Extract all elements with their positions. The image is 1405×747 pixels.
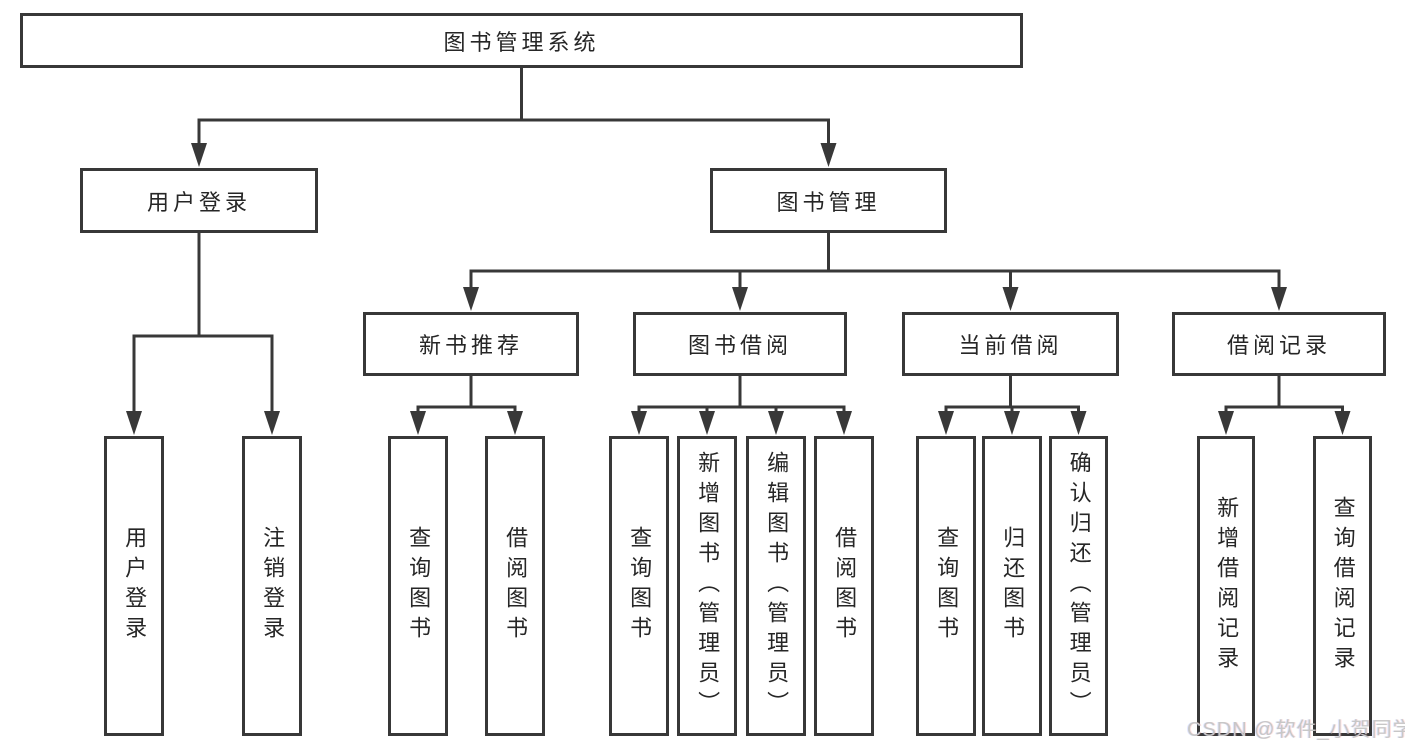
node-label: 查询借阅记录 — [1330, 496, 1356, 676]
leaf-logout: 注销登录 — [242, 436, 302, 736]
leaf-query-books-recommend: 查询图书 — [388, 436, 448, 736]
node-label: 注销登录 — [260, 526, 286, 646]
leaf-add-book-admin: 新增图书（管理员） — [677, 436, 737, 736]
node-label: 图书管理 — [776, 189, 881, 215]
leaf-user-login: 用户登录 — [104, 436, 164, 736]
node-label: 确认归还（管理员） — [1066, 451, 1092, 721]
node-label: 查询图书 — [934, 526, 960, 646]
node-label: 编辑图书（管理员） — [764, 451, 790, 721]
leaf-confirm-return-admin: 确认归还（管理员） — [1049, 436, 1108, 736]
arrowhead-triangles — [126, 143, 1351, 435]
node-label: 查询图书 — [406, 526, 432, 646]
node-label: 用户登录 — [122, 526, 148, 646]
node-label: 新增借阅记录 — [1214, 496, 1240, 676]
node-user-login: 用户登录 — [80, 168, 318, 233]
leaf-borrow-books-recommend: 借阅图书 — [485, 436, 545, 736]
csdn-watermark: CSDN @软件_小贺同学 — [1187, 719, 1405, 741]
node-label: 当前借阅 — [958, 333, 1063, 358]
node-label: 借阅记录 — [1226, 333, 1331, 358]
node-label: 新书推荐 — [418, 333, 523, 358]
leaf-query-books-current: 查询图书 — [916, 436, 976, 736]
leaf-return-books: 归还图书 — [982, 436, 1042, 736]
node-label: 借阅图书 — [503, 526, 529, 646]
node-library-management-system: 图书管理系统 — [20, 13, 1023, 68]
node-label: 图书管理系统 — [443, 29, 600, 55]
leaf-query-borrow-record: 查询借阅记录 — [1313, 436, 1372, 736]
node-label: 图书借阅 — [687, 333, 792, 358]
node-label: 新增图书（管理员） — [695, 451, 721, 721]
node-borrowing-records: 借阅记录 — [1172, 312, 1386, 376]
node-label: 借阅图书 — [832, 526, 858, 646]
leaf-borrow-books-borrowing: 借阅图书 — [814, 436, 874, 736]
leaf-edit-book-admin: 编辑图书（管理员） — [746, 436, 806, 736]
node-book-borrowing: 图书借阅 — [633, 312, 847, 376]
node-label: 用户登录 — [146, 189, 251, 215]
node-label: 归还图书 — [1000, 526, 1026, 646]
node-current-borrowing: 当前借阅 — [902, 312, 1119, 376]
node-new-book-recommendation: 新书推荐 — [363, 312, 579, 376]
node-label: 查询图书 — [627, 526, 653, 646]
leaf-query-books-borrowing: 查询图书 — [609, 436, 669, 736]
node-book-management: 图书管理 — [710, 168, 947, 233]
leaf-add-borrow-record: 新增借阅记录 — [1197, 436, 1255, 736]
